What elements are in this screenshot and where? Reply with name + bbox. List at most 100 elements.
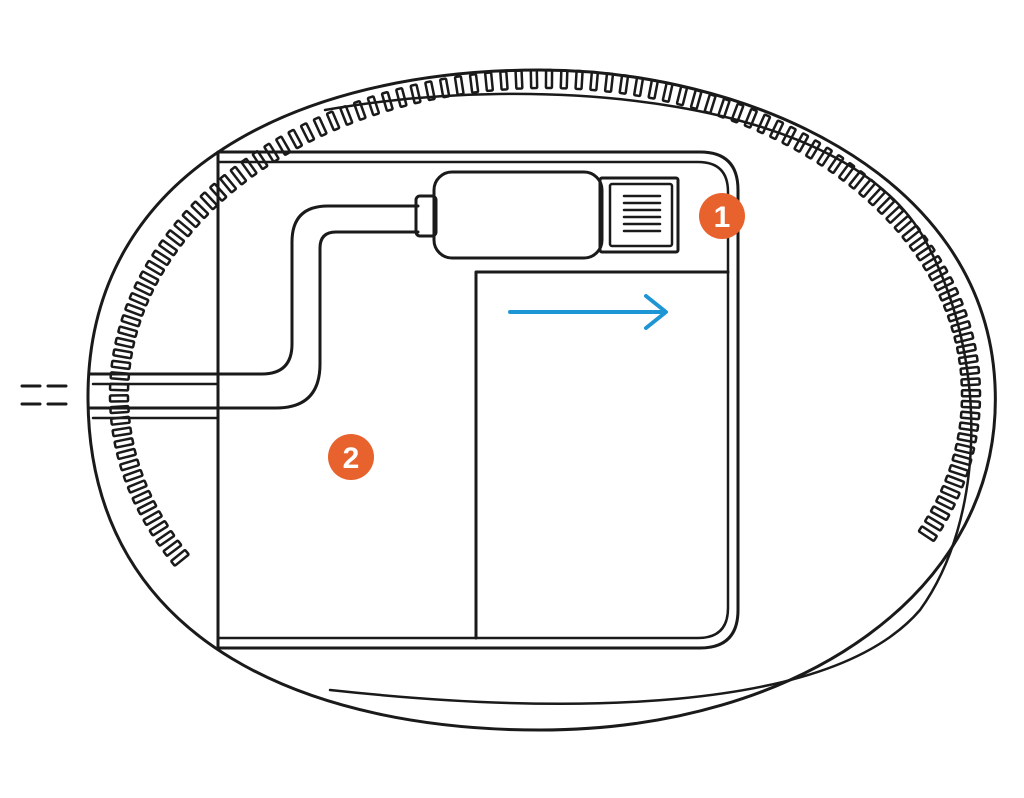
- vent-slot: [113, 437, 135, 449]
- vent-slot: [438, 77, 451, 99]
- vent-slot: [960, 377, 981, 387]
- vent-slot: [144, 259, 166, 276]
- vent-slot: [117, 325, 139, 339]
- vent-slot: [917, 525, 938, 542]
- vent-slot: [181, 209, 201, 229]
- vent-slot: [647, 78, 659, 100]
- vent-slot: [287, 128, 304, 150]
- vent-slot: [409, 83, 422, 105]
- vent-slot: [240, 157, 258, 178]
- vent-slots: [108, 68, 982, 567]
- vent-slot: [848, 170, 866, 190]
- vent-slot: [151, 249, 172, 267]
- vent-slot: [954, 442, 976, 455]
- vent-slot: [514, 69, 524, 90]
- vent-slot: [769, 119, 785, 141]
- vent-slot: [148, 520, 169, 537]
- vent-slot: [138, 270, 160, 287]
- vent-slot: [219, 174, 238, 194]
- vent-slot: [453, 75, 465, 96]
- vent-slot: [938, 286, 960, 302]
- vent-slot: [299, 122, 316, 143]
- vent-slot: [959, 365, 981, 376]
- vent-slot: [756, 113, 772, 135]
- callout-2-badge: [328, 434, 374, 480]
- vent-slot: [229, 165, 248, 186]
- vent-slot: [689, 89, 703, 111]
- cover-plate-inner-edge: [216, 160, 730, 640]
- vent-slot: [944, 474, 966, 489]
- vent-slot: [960, 399, 982, 409]
- cable-continuation-dashes: [20, 384, 68, 406]
- vent-slot: [915, 244, 936, 262]
- vent-slot: [876, 196, 896, 215]
- vent-slot: [589, 70, 600, 92]
- connector-body: [432, 170, 604, 260]
- vent-slot: [251, 150, 269, 171]
- vent-slot: [885, 205, 905, 224]
- vent-slot: [352, 100, 367, 121]
- vent-slot: [946, 308, 968, 323]
- vent-slot: [199, 191, 219, 211]
- vent-slot: [805, 139, 822, 160]
- vent-slot: [142, 510, 163, 527]
- vent-slot: [468, 72, 480, 94]
- vent-slot: [128, 292, 150, 307]
- vent-slot: [120, 314, 142, 328]
- vent-slot: [110, 359, 132, 371]
- device-outer-shell: [86, 68, 997, 732]
- cable-lower-edge: [88, 230, 420, 410]
- vent-slot: [424, 80, 436, 102]
- vent-slot: [122, 468, 144, 483]
- vent-slot: [380, 90, 394, 112]
- vent-slot: [395, 87, 408, 109]
- vent-slot: [114, 336, 136, 349]
- vent-slot: [603, 72, 615, 94]
- vent-slot: [858, 178, 877, 198]
- vent-slot: [173, 219, 193, 238]
- cover-plate: [216, 150, 740, 650]
- vent-slot: [119, 458, 141, 472]
- callout-1-badge: [699, 193, 745, 239]
- vent-slot: [953, 331, 975, 344]
- vent-slot: [838, 162, 856, 182]
- vent-slot: [922, 255, 943, 272]
- vent-slot: [717, 97, 731, 119]
- vent-slot: [675, 85, 689, 107]
- vent-slot: [111, 426, 133, 438]
- vent-slot: [933, 276, 955, 292]
- vent-slot: [939, 484, 961, 500]
- vent-slot: [155, 529, 176, 547]
- vent-slot: [339, 105, 354, 126]
- vent-slot: [730, 102, 745, 124]
- vent-slot: [703, 93, 717, 115]
- vent-slot: [935, 495, 956, 511]
- vent-slot: [958, 421, 980, 432]
- vent-slot: [133, 281, 155, 297]
- vent-slot: [131, 489, 153, 505]
- vent-slot: [275, 135, 292, 156]
- vent-slot: [325, 110, 341, 132]
- vent-slot: [483, 71, 495, 93]
- vent-slot: [816, 146, 833, 167]
- vent-slot: [955, 342, 977, 355]
- vent-slot: [312, 116, 328, 137]
- vent-slot: [108, 394, 130, 403]
- vent-slot: [743, 107, 758, 129]
- vent-slot: [927, 265, 949, 282]
- vent-slot: [959, 410, 981, 421]
- vent-slot: [948, 464, 970, 478]
- vent-slot: [162, 539, 183, 557]
- vent-slot: [942, 297, 964, 313]
- connector-plug-outer: [598, 176, 680, 254]
- slide-panel: [474, 270, 730, 640]
- callout-2-label: 2: [343, 442, 360, 475]
- vent-slot: [559, 68, 569, 90]
- vent-slot: [124, 303, 146, 317]
- connector-pins: [622, 194, 662, 233]
- vent-slot: [499, 70, 509, 91]
- vent-slot: [136, 499, 158, 516]
- callout-1: 1: [699, 193, 745, 239]
- vent-slot: [529, 68, 539, 90]
- connector-plug-inner: [608, 182, 674, 248]
